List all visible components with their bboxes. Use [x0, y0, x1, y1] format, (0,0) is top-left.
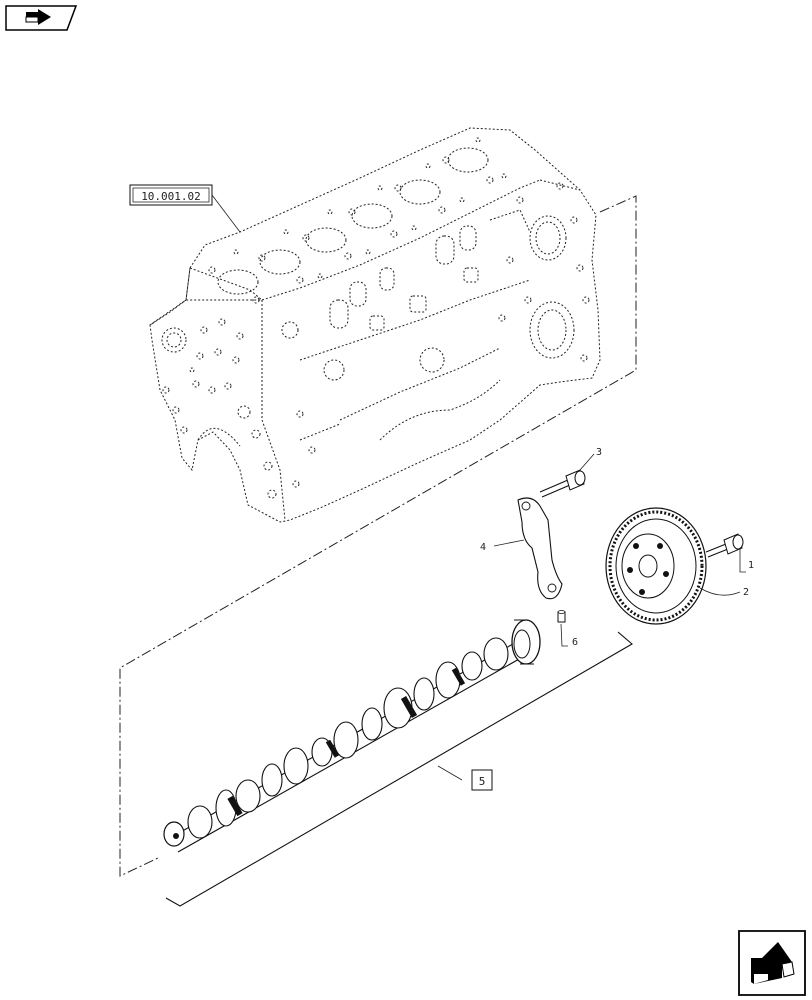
assembly-boundary: [119, 195, 637, 877]
callout-4: 4: [480, 542, 486, 553]
camshaft: [163, 619, 541, 853]
callout-2: 2: [743, 587, 749, 598]
nav-return-button[interactable]: [738, 930, 806, 996]
bolt-upper: 3: [539, 447, 602, 498]
camshaft-gear: 2: [605, 507, 749, 625]
callout-3: 3: [596, 447, 602, 458]
callout-1: 1: [748, 560, 754, 571]
reference-label: 10.001.02: [141, 190, 201, 203]
callout-5: 5: [479, 775, 486, 788]
nav-forward-button[interactable]: [5, 5, 78, 31]
thrust-plate: 4: [480, 497, 563, 600]
engine-block: [149, 127, 601, 523]
callout-6: 6: [572, 637, 578, 648]
bolt-lower: 1: [705, 533, 754, 573]
camshaft-group-boundary: [165, 631, 633, 907]
forward-arrow-icon: [5, 5, 78, 31]
dowel-pin: 6: [557, 610, 578, 648]
reference-callout: 10.001.02: [129, 184, 241, 233]
return-arrow-icon: [738, 930, 806, 996]
